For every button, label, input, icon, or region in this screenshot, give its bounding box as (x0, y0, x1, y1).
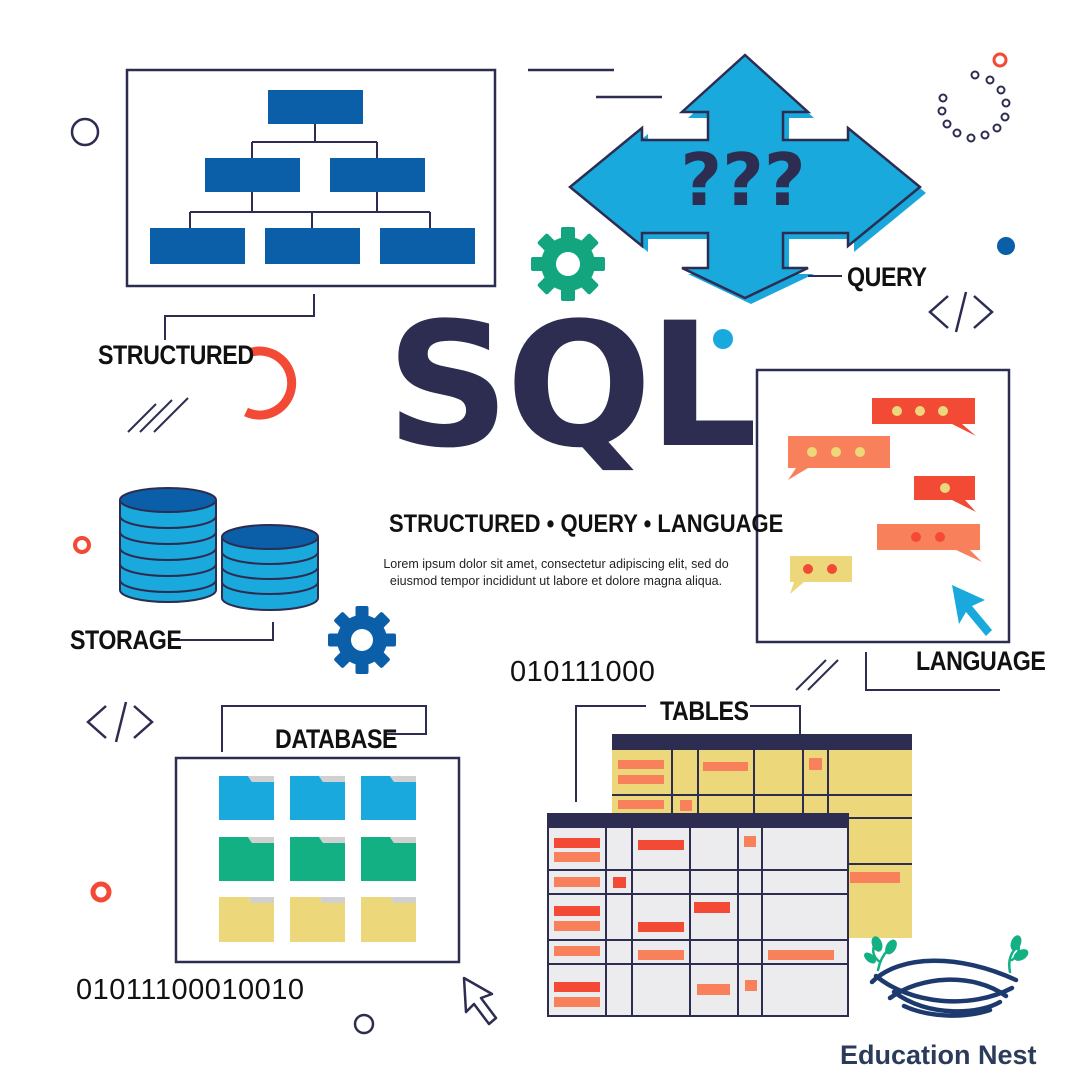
chat-bubble-icon (790, 556, 852, 594)
label-structured: STRUCTURED (98, 340, 254, 370)
folder-icon (219, 776, 416, 942)
chat-bubble-icon (788, 436, 890, 480)
description-text: Lorem ipsum dolor sit amet, consectetur … (383, 557, 729, 588)
decor-lines (528, 68, 662, 99)
hierarchy-chart-icon (150, 90, 475, 264)
decor-ring-red (90, 881, 112, 903)
structured-panel (125, 68, 497, 340)
decor-dot-blue (997, 237, 1015, 255)
decor-arc-red (244, 346, 297, 420)
decor-ring (70, 117, 100, 147)
label-query: QUERY (847, 262, 927, 292)
query-marks: ??? (680, 138, 805, 222)
subtitle: STRUCTURED • QUERY • LANGUAGE (389, 510, 784, 538)
brand-name: Education Nest (840, 1040, 1037, 1070)
dots-ring-icon (937, 70, 1011, 143)
nest-logo-icon (864, 935, 1029, 1018)
label-tables: TABLES (660, 696, 749, 726)
code-brackets-icon (86, 701, 154, 743)
chat-bubble-icon (872, 398, 976, 436)
decor-ring (353, 1013, 375, 1035)
decor-dot-cyan (713, 329, 733, 349)
chat-bubble-icon (914, 476, 976, 512)
label-storage: STORAGE (70, 625, 182, 655)
decor-hatch (127, 397, 189, 433)
binary-top: 010111000 (510, 656, 656, 688)
database-panel (174, 705, 461, 964)
gear-icon (531, 227, 605, 301)
decor-ring-red (992, 52, 1008, 68)
decor-ring-red (73, 536, 91, 554)
tables-panel (547, 705, 912, 1017)
binary-bottom: 01011100010010 (76, 974, 305, 1006)
page-title: SQL (386, 285, 758, 486)
chat-bubble-icon (877, 524, 982, 562)
query-arrow-icon: ??? (568, 53, 926, 304)
gear-icon (328, 606, 396, 674)
front-table (547, 813, 849, 1017)
code-brackets-icon (928, 291, 994, 333)
label-database: DATABASE (275, 724, 398, 754)
cursor-arrow-icon (462, 976, 498, 1026)
decor-hatch (795, 659, 839, 691)
storage-connector (172, 622, 274, 641)
database-cylinder-icon (119, 487, 319, 611)
cursor-arrow-icon (952, 585, 992, 636)
label-language: LANGUAGE (916, 646, 1046, 676)
language-panel (755, 368, 1011, 691)
